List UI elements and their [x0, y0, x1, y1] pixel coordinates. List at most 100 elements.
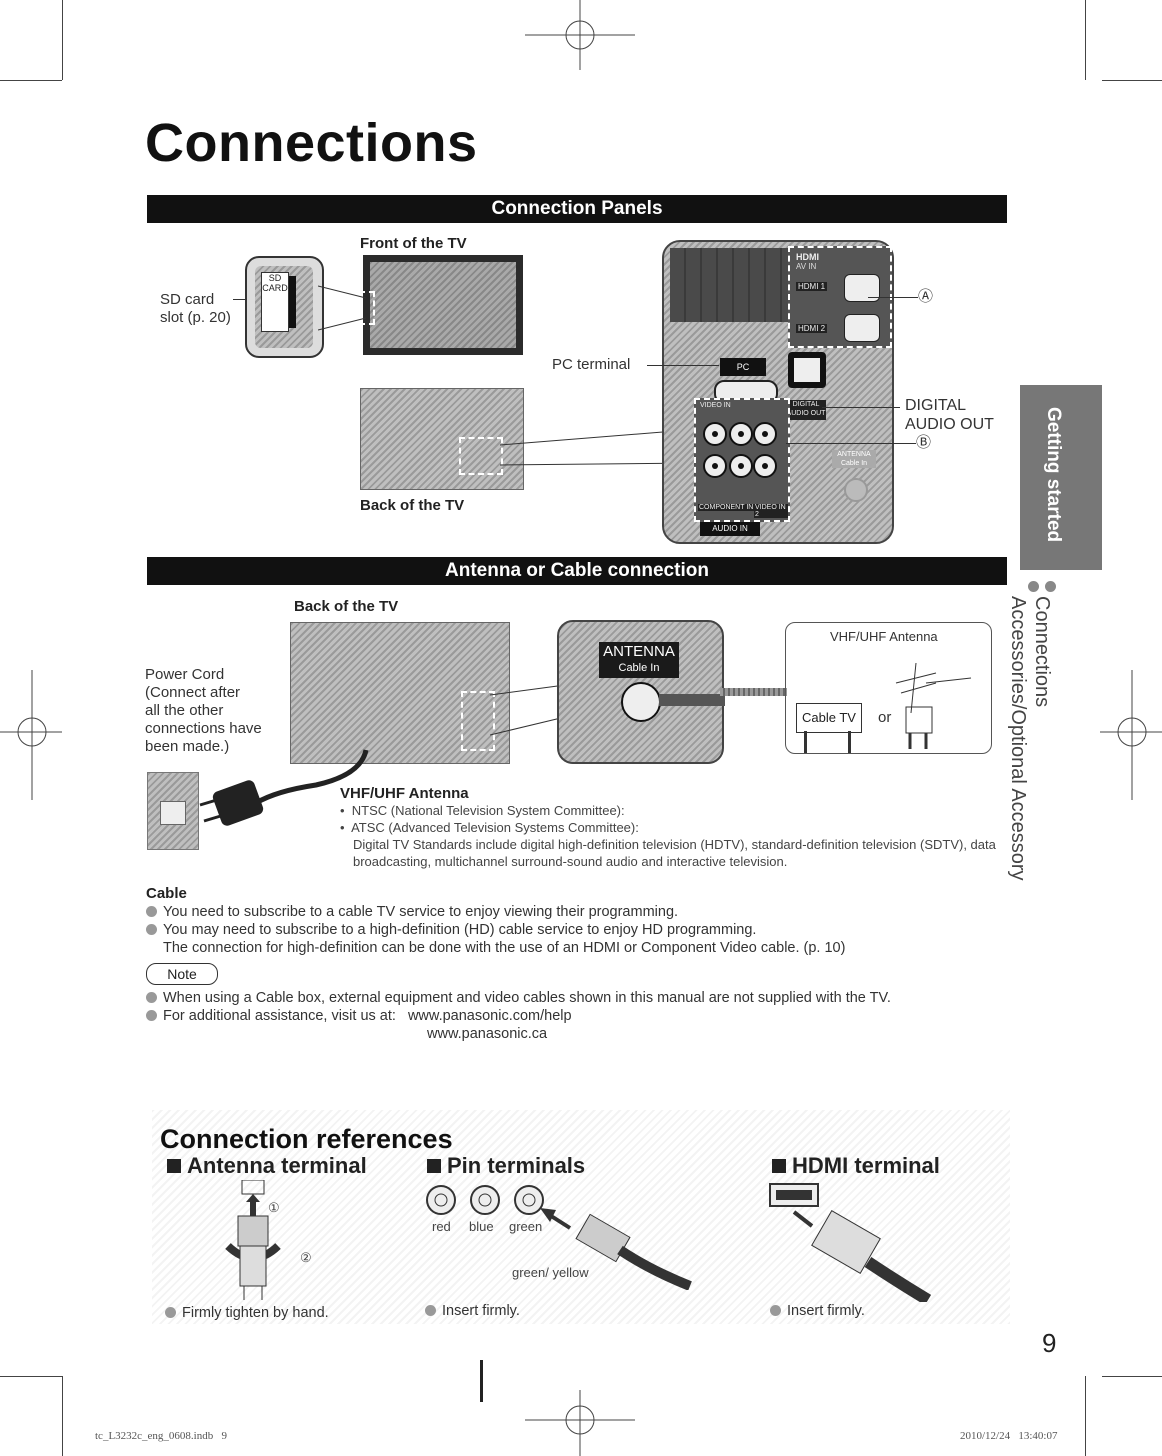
digital-audio-port — [788, 352, 826, 388]
note-bullet: For additional assistance, visit us at: … — [146, 1007, 1026, 1025]
back-of-tv-label-2: Back of the TV — [294, 598, 399, 615]
antenna-badge-small: ANTENNA Cable In — [832, 450, 876, 468]
references-title: Connection references — [160, 1124, 453, 1154]
crop-mark — [1102, 80, 1162, 81]
hdmi-caption: Insert firmly. — [770, 1302, 865, 1320]
power-plug — [199, 749, 369, 826]
antenna-cable — [720, 688, 787, 696]
registration-mark-right — [1100, 670, 1162, 800]
pin-jacks-icon — [426, 1185, 544, 1215]
center-bar — [480, 1360, 483, 1402]
side-tab-dots — [1028, 578, 1062, 596]
sd-card-text: SD CARD — [261, 272, 289, 332]
antenna-caption: Firmly tighten by hand. — [165, 1304, 329, 1322]
hdmi-terminal-heading: HDMI terminal — [772, 1153, 940, 1179]
url-panasonic-help[interactable]: www.panasonic.com/help — [407, 1008, 572, 1024]
cable-continuation: The connection for high-definition can b… — [163, 940, 846, 956]
crop-mark — [0, 80, 62, 81]
tv-back-illustration — [360, 388, 524, 490]
hdmi2-label: HDMI 2 — [796, 324, 828, 333]
page-number: 9 — [1042, 1328, 1057, 1358]
pc-badge: PC — [720, 358, 766, 376]
note-pill: Note — [146, 963, 218, 985]
cable-list: You need to subscribe to a cable TV serv… — [146, 903, 1006, 957]
crop-mark — [1085, 1376, 1086, 1456]
cable-bullet: You need to subscribe to a cable TV serv… — [146, 903, 1006, 921]
antenna-terminal-heading: Antenna terminal — [167, 1153, 367, 1179]
sd-card-zoom: SD CARD — [245, 256, 324, 358]
antenna-sub: Cable In — [618, 662, 660, 674]
front-of-tv-label: Front of the TV — [360, 235, 467, 252]
hdmi-av-in-label: AV IN — [796, 262, 817, 271]
antenna-title: ANTENNA — [603, 643, 675, 660]
note-list: When using a Cable box, external equipme… — [146, 989, 1026, 1043]
rca-plug-icon — [540, 1208, 692, 1290]
tv-front-illustration — [363, 255, 523, 355]
vhf-item: • NTSC (National Television System Commi… — [340, 803, 625, 818]
hdmi-logo: HDMI — [796, 252, 819, 262]
registration-mark-left — [0, 670, 62, 800]
connection-references-box — [152, 1110, 1010, 1324]
registration-mark-bottom — [525, 1390, 635, 1456]
antenna-port-small — [844, 478, 868, 502]
footer-file-label: tc_L3232c_eng_0608.indb 9 — [95, 1430, 227, 1442]
cable-tv-label: Cable TV — [796, 703, 862, 733]
pin-terminals-heading: Pin terminals — [427, 1153, 585, 1179]
pin-cable-color: green/ yellow — [512, 1265, 589, 1280]
vhf-uhf-box: VHF/UHF Antenna Cable TV or — [785, 622, 992, 754]
side-tab-connections[interactable]: Connections — [1031, 596, 1053, 708]
antenna-input-zoom: ANTENNA Cable In — [557, 620, 725, 764]
antenna-step-2: ② — [300, 1250, 312, 1265]
pin-color-green: green — [509, 1219, 543, 1234]
side-tab-getting-started[interactable]: Getting started — [1020, 385, 1102, 570]
crop-mark — [1102, 1376, 1162, 1377]
antenna-connector-icon — [225, 1180, 281, 1300]
vhf-item: • ATSC (Advanced Television Systems Comm… — [340, 820, 639, 835]
digital-audio-badge: DIGITAL AUDIO OUT — [786, 400, 826, 420]
vhf-heading: VHF/UHF Antenna — [340, 785, 469, 802]
url-panasonic-ca[interactable]: www.panasonic.ca — [427, 1026, 548, 1042]
pin-caption: Insert firmly. — [425, 1302, 520, 1320]
pin-color-blue: blue — [469, 1219, 494, 1234]
video-in-label: VIDEO IN — [700, 402, 731, 409]
rear-panel-zoom: HDMI AV IN HDMI 1 HDMI 2 PC DIGITAL AUDI… — [662, 240, 894, 544]
hdmi1-label: HDMI 1 — [796, 282, 828, 291]
cable-heading: Cable — [146, 885, 187, 902]
crop-mark — [1085, 0, 1086, 80]
vhf-detail: Digital TV Standards include digital hig… — [353, 837, 996, 869]
pin-color-red: red — [432, 1219, 451, 1234]
vhf-list: • NTSC (National Television System Commi… — [340, 802, 1018, 870]
section-band-antenna-cable: Antenna or Cable connection — [147, 557, 1007, 585]
crop-mark — [62, 1376, 63, 1456]
page-title: Connections — [145, 113, 478, 173]
side-tab-active-label: Getting started — [1043, 407, 1064, 543]
antenna-port — [621, 682, 661, 722]
side-tab-accessories[interactable]: Accessories/Optional Accessory — [1007, 596, 1029, 881]
vhf-box-label: VHF/UHF Antenna — [830, 629, 938, 644]
registration-mark-top — [525, 0, 635, 70]
sd-card-label: SD card slot (p. 20) — [160, 291, 231, 326]
crop-mark — [0, 1376, 62, 1377]
hdmi-plug-icon — [769, 1183, 932, 1302]
tv-back-illustration-2 — [290, 622, 510, 764]
wall-outlet — [147, 772, 199, 850]
video-in2-label: VIDEO IN 2 — [754, 504, 788, 518]
pc-terminal-label: PC terminal — [552, 356, 631, 373]
cable-bullet: You may need to subscribe to a high-defi… — [146, 921, 1006, 939]
antenna-step-1: ① — [268, 1200, 280, 1215]
or-label: or — [878, 709, 892, 726]
marker-b: Ⓑ — [916, 434, 932, 451]
marker-a: Ⓐ — [918, 288, 934, 305]
hdmi2-port — [844, 314, 880, 342]
note-bullet: When using a Cable box, external equipme… — [146, 989, 1026, 1007]
power-cord-label: Power Cord (Connect after all the other … — [145, 666, 262, 755]
footer-timestamp: 2010/12/24 13:40:07 — [960, 1430, 1058, 1442]
component-in-label: COMPONENT IN — [698, 504, 755, 511]
back-of-tv-label: Back of the TV — [360, 497, 465, 514]
audio-in-label: AUDIO IN — [700, 522, 760, 536]
digital-audio-out-label: DIGITAL AUDIO OUT — [905, 397, 994, 433]
section-band-connection-panels: Connection Panels — [147, 195, 1007, 223]
rca-jacks — [703, 422, 777, 478]
antenna-icon — [895, 662, 972, 749]
crop-mark — [62, 0, 63, 80]
